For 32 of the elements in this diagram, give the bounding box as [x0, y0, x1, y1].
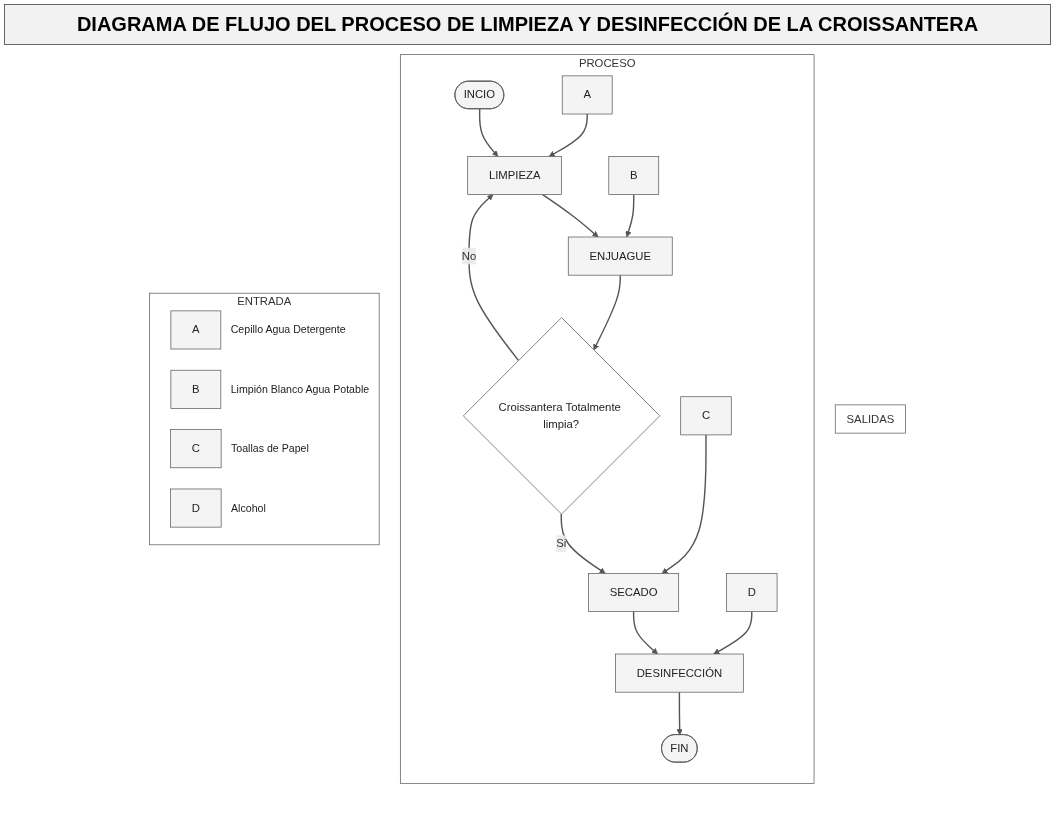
node-box: D [170, 488, 222, 528]
arrow [478, 108, 499, 157]
input-note: Toallas de Papel [231, 442, 309, 455]
node-box: LIMPIEZA [467, 156, 562, 195]
arrow [593, 274, 621, 351]
node-box: B [170, 369, 222, 409]
edge-label: No [461, 249, 477, 262]
input-note: Alcohol [231, 501, 266, 514]
edge-label: Si [556, 537, 567, 550]
node-box: SECADO [588, 573, 680, 612]
input-note: Cepillo Agua Detergente [230, 323, 346, 336]
node-box: C [170, 429, 222, 469]
arrow [661, 434, 707, 574]
node-box: ENJUAGUE [567, 236, 673, 276]
input-note: Limpión Blanco Agua Potable [230, 382, 370, 395]
arrow [468, 194, 520, 362]
node-box: SALIDAS [834, 404, 906, 434]
arrow [632, 610, 658, 655]
node-box: D [726, 573, 778, 612]
arrow [560, 513, 606, 574]
diagram-title: DIAGRAMA DE FLUJO DEL PROCESO DE LIMPIEZA Y DESINFECCIÓN DE LA CROISSANTERA [4, 4, 1051, 45]
node-box: B [608, 156, 660, 195]
node-box: C [680, 396, 732, 436]
arrow [713, 610, 753, 655]
arrow [548, 113, 588, 157]
node-diamond: Croissantera Totalmente limpia? [463, 317, 661, 515]
arrow [676, 691, 683, 736]
node-box: A [170, 310, 222, 350]
node-box: DESINFECCIÓN [615, 653, 744, 693]
node-box: A [561, 75, 613, 115]
arrow [541, 193, 599, 238]
arrow [625, 193, 635, 238]
